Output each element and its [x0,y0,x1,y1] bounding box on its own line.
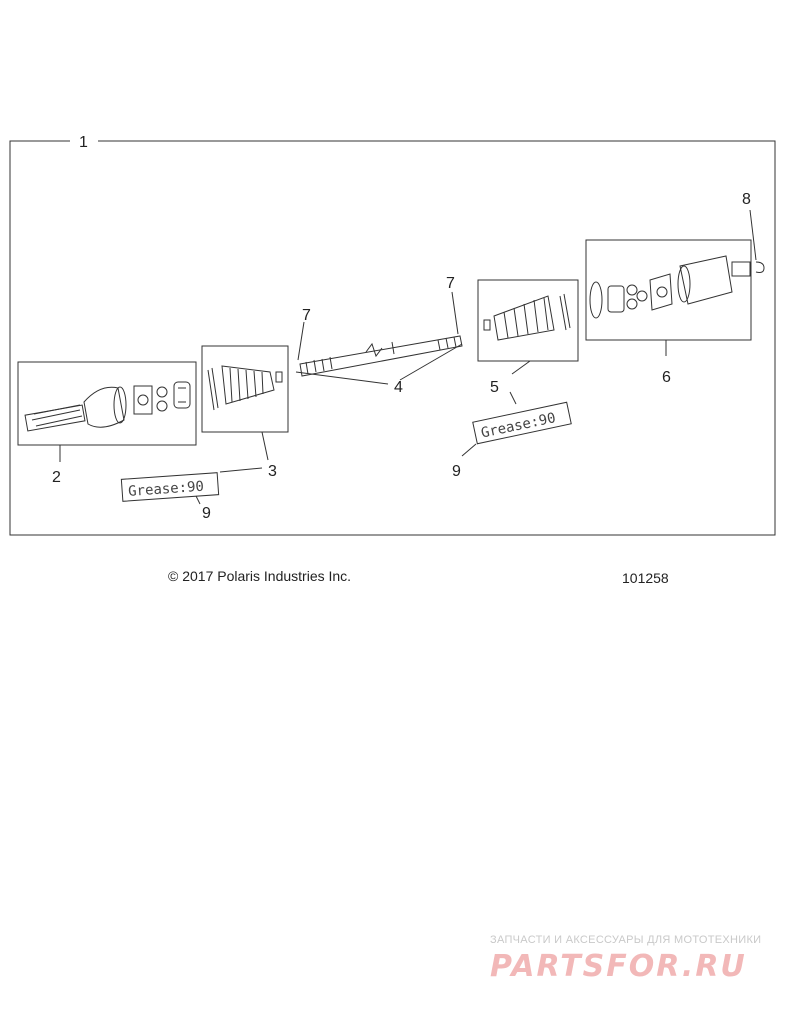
circlip-illustration [755,261,765,273]
callout-9b: 9 [452,463,461,480]
watermark-logo-text: PARTSFOR.RU [490,949,747,982]
leader-8 [749,209,757,261]
boot-kit-left-illustration [207,365,283,411]
axle-shaft-illustration [299,335,463,377]
leader-5-down [509,391,517,405]
leader-9a-down [195,495,201,505]
callout-9a: 9 [202,505,211,522]
grease-label-left: Grease:90 [128,479,205,500]
boot-kit-right-illustration [483,293,571,341]
figure-number: 101258 [622,570,669,586]
copyright-notice: © 2017 Polaris Industries Inc. [168,568,352,584]
callout-1: 1 [79,134,88,151]
leader-9b [461,443,477,457]
watermark-tagline: ЗАПЧАСТИ И АКСЕССУАРЫ ДЛЯ МОТОТЕХНИКИ [490,934,762,946]
callout-3: 3 [268,463,277,480]
part-3-box [201,345,289,433]
leader-4a [295,371,389,385]
assembly-frame [9,140,776,536]
part-5-box [477,279,579,362]
leader-7a [297,321,305,361]
callout-7b: 7 [446,275,455,292]
grease-packet-right [472,401,572,445]
outer-cv-joint-illustration [24,381,191,432]
grease-label-right: Grease:90 [480,410,558,441]
leader-5 [511,360,531,375]
callout-2: 2 [52,469,61,486]
watermark-logo: PARTSFOR.RU [490,949,747,982]
callout-7a: 7 [302,307,311,324]
callout-6: 6 [662,369,671,386]
leader-7b [451,291,459,335]
callout-4: 4 [394,379,403,396]
leader-9a-up [219,467,263,473]
grease-packet-left [120,472,220,502]
inner-cv-joint-illustration [589,255,751,319]
callout-8: 8 [742,191,751,208]
callout-5: 5 [490,379,499,396]
part-6-box [585,239,752,341]
part-2-box [17,361,197,446]
leader-3 [261,431,269,461]
leader-4b [399,343,463,381]
